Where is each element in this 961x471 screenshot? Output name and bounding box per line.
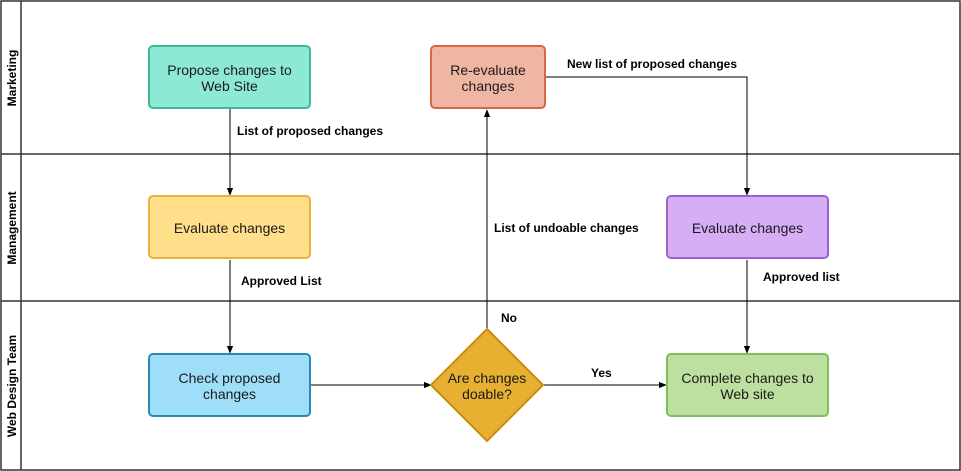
edge-label-new-list: New list of proposed changes [567,57,737,71]
node-label-line: changes [203,386,256,402]
edge-label-list-proposed: List of proposed changes [237,124,383,138]
node-label-line: Are changes [448,370,527,386]
edge-label-no: No [501,311,517,325]
node-label-line: changes [462,78,515,94]
node-complete-changes[interactable]: Complete changes to Web site [666,353,829,417]
lane-label-marketing: Marketing [5,50,19,107]
node-evaluate-changes-management-left[interactable]: Evaluate changes [148,195,311,259]
node-label-line: Complete changes to [681,370,814,386]
node-label-line: Web Site [201,78,258,94]
node-label-line: Propose changes to [167,62,292,78]
edge-label-yes: Yes [591,366,612,380]
node-label-line: Evaluate changes [692,220,803,236]
node-label-line: Web site [720,386,774,402]
node-evaluate-changes-management-right[interactable]: Evaluate changes [666,195,829,259]
node-label-line: doable? [462,386,512,402]
lane-label-management: Management [5,191,19,264]
lane-label-web-design-team: Web Design Team [5,335,19,437]
node-reevaluate-changes[interactable]: Re-evaluate changes [430,45,546,109]
edge-label-approved-list-1: Approved List [241,274,322,288]
node-decision-are-changes-doable[interactable]: Are changes doable? [429,327,545,443]
edges [226,76,751,389]
node-propose-changes[interactable]: Propose changes to Web Site [148,45,311,109]
node-label-line: Re-evaluate [450,62,526,78]
node-check-proposed-changes[interactable]: Check proposed changes [148,353,311,417]
edge-label-approved-list-2: Approved list [763,270,840,284]
edge-reevaluate-to-evaluate[interactable] [545,76,751,196]
node-label-line: Evaluate changes [174,220,285,236]
node-label-line: Check proposed [179,370,281,386]
edge-label-undoable: List of undoable changes [494,221,639,235]
